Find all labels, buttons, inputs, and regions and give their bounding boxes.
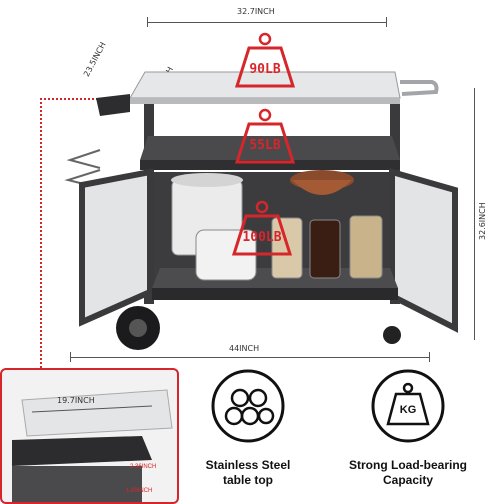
overall-width-tick-left — [70, 352, 71, 362]
weight-icon-bottom — [232, 200, 292, 256]
overall-width-line — [70, 357, 430, 358]
weight-icon-top — [235, 32, 295, 88]
callout-dotted-line — [40, 98, 102, 380]
feature-steel-subtitle: table top — [223, 473, 273, 487]
feature-steel-title: Stainless Steel — [205, 458, 291, 472]
weight-label-bottom: 100LB — [242, 230, 282, 245]
overall-width-label: 44INCH — [229, 344, 260, 353]
inset-width-label: 19.7INCH — [57, 396, 95, 405]
overall-width-tick-right — [429, 352, 430, 362]
weight-badge-top: 90LB — [235, 32, 295, 90]
kg-text: KG — [399, 404, 417, 416]
kg-weight-icon: KG — [370, 368, 446, 444]
top-dimension-tick-right — [386, 17, 387, 27]
weight-label-top: 90LB — [249, 62, 281, 77]
inset-side-label-2: 1.89INCH — [126, 488, 153, 494]
feature-stainless-steel: Stainless Steel table top — [188, 368, 308, 496]
feature-load-bearing: KG Strong Load-bearing Capacity — [328, 368, 488, 496]
weight-badge-bottom: 100LB — [232, 200, 292, 258]
weight-label-middle: 55LB — [249, 138, 281, 153]
top-dimension-tick-left — [147, 17, 148, 27]
inset-side-label-1: 2.36INCH — [130, 464, 157, 470]
feature-load-subtitle: Capacity — [382, 473, 434, 487]
height-dimension-line — [474, 88, 475, 340]
weight-badge-middle: 55LB — [235, 108, 295, 166]
inset-closeup: 19.7INCH 2.36INCH 1.89INCH — [0, 368, 179, 504]
weight-icon-middle — [235, 108, 295, 164]
top-width-label: 32.7INCH — [237, 7, 275, 16]
top-dimension-line — [147, 22, 387, 23]
feature-load-title: Strong Load-bearing — [349, 458, 467, 472]
steel-pipes-icon — [210, 368, 286, 444]
inset-shelf-illustration — [12, 389, 173, 502]
prep-cart-illustration — [64, 71, 458, 350]
